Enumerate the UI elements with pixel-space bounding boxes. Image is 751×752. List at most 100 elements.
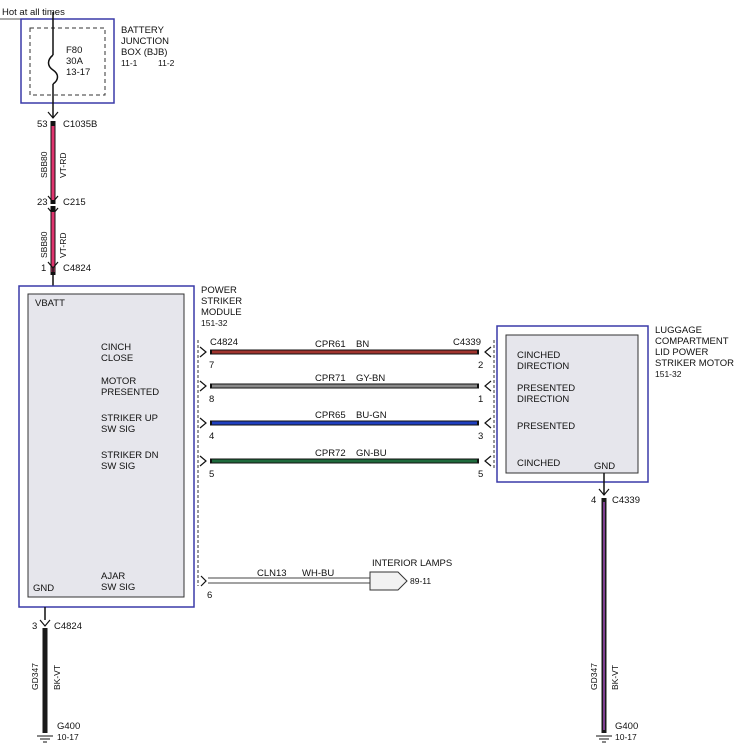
wire-circuit-label: CPR71: [315, 373, 346, 384]
module-pin-dn-2: SW SIG: [101, 461, 135, 472]
interior-lamps-arrow-icon: [369, 571, 408, 591]
signal-wire-1: CPR61 BN 7 2: [199, 339, 492, 371]
module-ground-connector: C4824: [54, 621, 82, 632]
wire-color-label: GN-BU: [356, 448, 387, 459]
motor-pin-presented: PRESENTED: [517, 421, 575, 432]
motor-title-2: COMPARTMENT: [655, 336, 729, 347]
module-ground-circuit: GD347: [30, 663, 40, 690]
module-ref: 151-32: [201, 318, 228, 328]
motor-ground-circuit: GD347: [589, 663, 599, 690]
cln13-pin: 6: [207, 590, 212, 601]
striker-motor: CINCHED DIRECTION PRESENTED DIRECTION PR…: [496, 325, 734, 483]
connector-arrow-left-icon: [199, 417, 207, 429]
module-pin-up-1: STRIKER UP: [101, 413, 158, 424]
feed-circuit: 53 C1035B SBB80 VT-RD 23 C215 SBB80 VT-R…: [37, 111, 97, 286]
hot-at-all-times-label: Hot at all times: [2, 7, 65, 18]
fuse-amps: 30A: [66, 56, 84, 67]
ajar-circuit: CLN13 WH-BU 6 INTERIOR LAMPS 89-11: [200, 558, 452, 601]
module-ground-pin: 3: [32, 621, 37, 632]
wire-circuit-label: CPR61: [315, 339, 346, 350]
module-title-3: MODULE: [201, 307, 242, 318]
fuse-name: F80: [66, 45, 82, 56]
module-title-1: POWER: [201, 285, 237, 296]
motor-title-4: STRIKER MOTOR: [655, 358, 734, 369]
wire-pin-left: 8: [209, 394, 214, 405]
ground-symbol-icon: [37, 735, 53, 743]
battery-junction-box: F80 30A 13-17 BATTERY JUNCTION BOX (BJB)…: [20, 12, 175, 118]
motor-pin-cinched: CINCHED: [517, 458, 560, 469]
module-ground-color: BK-VT: [52, 665, 62, 690]
sbb80-circuit-2: SBB80: [39, 231, 49, 258]
module-ground-g400: G400: [57, 721, 80, 732]
c4824-feed-pin: 1: [41, 263, 46, 274]
motor-gnd: GND: [594, 461, 615, 472]
c1035b-pin: 53: [37, 119, 48, 130]
wire-pin-right: 2: [478, 360, 483, 371]
c215-name: C215: [63, 197, 86, 208]
connector-c215-icon: [47, 195, 59, 203]
module-pin-dn-1: STRIKER DN: [101, 450, 159, 461]
c1035b-name: C1035B: [63, 119, 97, 130]
connector-c1035b-icon: [47, 111, 59, 119]
bjb-title-2: JUNCTION: [121, 36, 169, 47]
wire-pin-right: 1: [478, 394, 483, 405]
fuse-ref: 13-17: [66, 67, 90, 78]
signal-wire-4: CPR72 GN-BU 5 5: [199, 448, 492, 480]
module-pin-cinch-2: CLOSE: [101, 353, 133, 364]
wire-color-label: BU-GN: [356, 410, 387, 421]
module-pin-motor-2: PRESENTED: [101, 387, 159, 398]
connector-arrow-right-icon: [484, 380, 492, 392]
sbb80-color-1: VT-RD: [58, 153, 68, 179]
wire-circuit-label: CPR72: [315, 448, 346, 459]
connector-arrow-right-icon: [484, 455, 492, 467]
connector-arrow-left-icon: [199, 380, 207, 392]
bjb-ref-left: 11-1: [121, 58, 138, 68]
module-pin-ajar-2: SW SIG: [101, 582, 135, 593]
sbb80-color-2: VT-RD: [58, 233, 68, 259]
wire-color-label: BN: [356, 339, 369, 350]
module-ground-ref: 10-17: [57, 732, 79, 742]
connector-arrow-right-icon: [484, 417, 492, 429]
motor-pin-presented-dir-2: DIRECTION: [517, 394, 569, 405]
wire-pin-left: 7: [209, 360, 214, 371]
wire-pin-left: 4: [209, 431, 214, 442]
connector-arrow-left-icon: [199, 455, 207, 467]
bjb-title-3: BOX (BJB): [121, 47, 167, 58]
motor-ref: 151-32: [655, 369, 682, 379]
motor-title-3: LID POWER: [655, 347, 708, 358]
cln13-color: WH-BU: [302, 568, 334, 579]
c215-pin: 23: [37, 197, 48, 208]
power-striker-module: VBATT GND CINCH CLOSE MOTOR PRESENTED ST…: [18, 285, 242, 608]
motor-ground-ref: 10-17: [615, 732, 637, 742]
motor-pin-cinched-dir-2: DIRECTION: [517, 361, 569, 372]
module-ground: 3 C4824 GD347 BK-VT G400 10-17: [30, 607, 82, 743]
module-pin-cinch-1: CINCH: [101, 342, 131, 353]
interior-lamps-label: INTERIOR LAMPS: [372, 558, 452, 569]
hot-at-all-times: Hot at all times: [0, 7, 104, 20]
ground-symbol-icon: [596, 735, 612, 743]
module-gnd: GND: [33, 583, 54, 594]
connector-arrow-right-icon: [484, 346, 492, 358]
module-vbatt: VBATT: [35, 298, 65, 309]
module-pin-up-2: SW SIG: [101, 424, 135, 435]
wire-pin-right: 3: [478, 431, 483, 442]
connector-arrow-left-icon: [199, 346, 207, 358]
motor-pin-presented-dir-1: PRESENTED: [517, 383, 575, 394]
module-pin-ajar-1: AJAR: [101, 571, 125, 582]
fuse-icon: [47, 54, 59, 85]
sbb80-circuit-1: SBB80: [39, 151, 49, 178]
wire-pin-right: 5: [478, 469, 483, 480]
interior-lamps-ref: 89-11: [410, 576, 431, 586]
cln13-circuit: CLN13: [257, 568, 287, 579]
module-pin-motor-1: MOTOR: [101, 376, 136, 387]
motor-ground-connector: C4339: [612, 495, 640, 506]
motor-ground-color: BK-VT: [610, 665, 620, 690]
bjb-ref-right: 11-2: [158, 58, 175, 68]
c4339-connector-label: C4339: [453, 337, 481, 348]
motor-ground-g400: G400: [615, 721, 638, 732]
bjb-title-1: BATTERY: [121, 25, 165, 36]
wire-color-label: GY-BN: [356, 373, 385, 384]
wire-pin-left: 5: [209, 469, 214, 480]
